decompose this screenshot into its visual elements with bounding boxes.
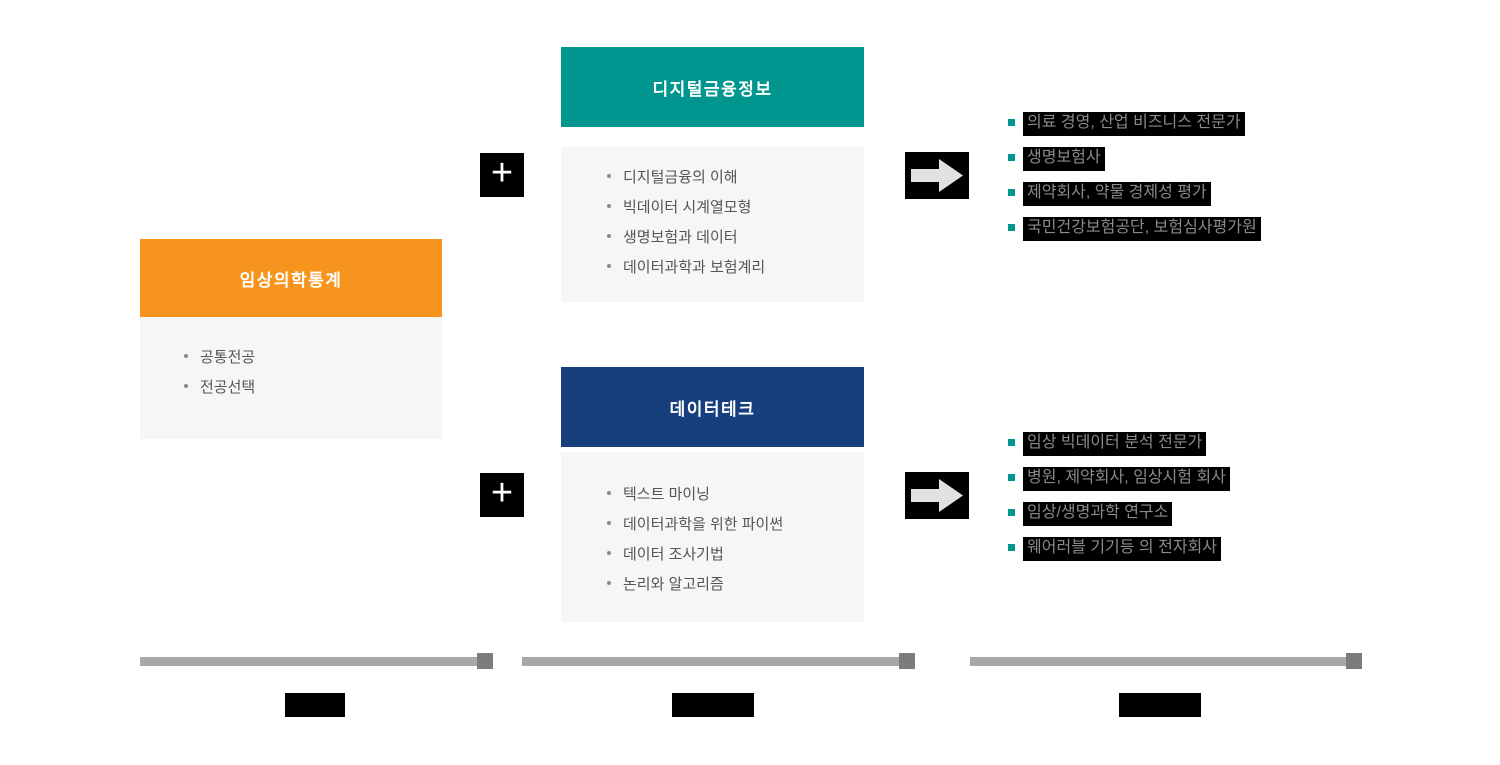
track2-card-header: 데이터테크 <box>561 367 864 447</box>
career-item: 병원, 제약회사, 임상시험 회사 <box>1008 467 1230 502</box>
major-item-list: 공통전공 전공선택 <box>184 341 442 401</box>
plus-icon: + <box>480 153 524 197</box>
career-item: 임상 빅데이터 분석 전문가 <box>1008 432 1230 467</box>
career-label: 임상 빅데이터 분석 전문가 <box>1023 432 1207 456</box>
career-label: 웨어러블 기기등 의 전자회사 <box>1023 537 1221 561</box>
bullet-dot-icon <box>607 234 611 238</box>
plus-glyph: + <box>490 152 514 194</box>
career-item: 생명보험사 <box>1008 147 1261 182</box>
list-item-label: 빅데이터 시계열모형 <box>623 198 752 216</box>
timeline-bar-track <box>970 656 1346 666</box>
timeline-label-box <box>1119 693 1201 717</box>
list-item-label: 데이터과학을 위한 파이썬 <box>623 515 784 533</box>
list-item: 텍스트 마이닝 <box>607 478 864 508</box>
plus-icon: + <box>480 473 524 517</box>
major-card-body: 공통전공 전공선택 <box>140 317 442 439</box>
list-item: 빅데이터 시계열모형 <box>607 191 864 221</box>
list-item: 공통전공 <box>184 341 442 371</box>
career-label: 임상/생명과학 연구소 <box>1023 502 1173 526</box>
career-label: 병원, 제약회사, 임상시험 회사 <box>1023 467 1230 491</box>
timeline-bar <box>970 653 1362 669</box>
major-card-title: 임상의학통계 <box>239 270 343 290</box>
bullet-dot-icon <box>607 264 611 268</box>
list-item-label: 논리와 알고리즘 <box>623 575 724 593</box>
timeline-bar-track <box>522 656 899 666</box>
list-item-label: 데이터 조사기법 <box>623 545 724 563</box>
bullet-square-icon <box>1008 544 1015 551</box>
career-label: 제약회사, 약물 경제성 평가 <box>1023 182 1211 206</box>
track1-card-header: 디지털금융정보 <box>561 47 864 127</box>
list-item-label: 텍스트 마이닝 <box>623 485 710 503</box>
list-item-label: 데이터과학과 보험계리 <box>623 258 766 276</box>
arrow-right-glyph <box>911 159 963 192</box>
bullet-dot-icon <box>184 384 188 388</box>
bullet-dot-icon <box>184 354 188 358</box>
bullet-dot-icon <box>607 491 611 495</box>
list-item-label: 디지털금융의 이해 <box>623 168 738 186</box>
list-item: 전공선택 <box>184 371 442 401</box>
track2-card-title: 데이터테크 <box>669 399 756 419</box>
bullet-square-icon <box>1008 439 1015 446</box>
bullet-square-icon <box>1008 474 1015 481</box>
timeline-bar-handle <box>899 653 915 669</box>
bullet-dot-icon <box>607 204 611 208</box>
bullet-square-icon <box>1008 154 1015 161</box>
list-item-label: 생명보험과 데이터 <box>623 228 738 246</box>
arrow-right-glyph <box>911 479 963 512</box>
career-label: 국민건강보험공단, 보험심사평가원 <box>1023 217 1261 241</box>
list-item-label: 전공선택 <box>200 378 256 396</box>
track2-card-body: 텍스트 마이닝 데이터과학을 위한 파이썬 데이터 조사기법 논리와 알고리즘 <box>561 452 864 622</box>
list-item: 생명보험과 데이터 <box>607 221 864 251</box>
track1-course-list: 디지털금융의 이해 빅데이터 시계열모형 생명보험과 데이터 데이터과학과 보험… <box>607 161 864 281</box>
timeline-bar <box>522 653 915 669</box>
list-item: 데이터 조사기법 <box>607 538 864 568</box>
list-item-label: 공통전공 <box>200 348 256 366</box>
career-label: 의료 경영, 산업 비즈니스 전문가 <box>1023 112 1245 136</box>
major-card-header: 임상의학통계 <box>140 239 442 317</box>
timeline-bar-handle <box>1346 653 1362 669</box>
track1-card-body: 디지털금융의 이해 빅데이터 시계열모형 생명보험과 데이터 데이터과학과 보험… <box>561 147 864 302</box>
bullet-square-icon <box>1008 119 1015 126</box>
list-item: 논리와 알고리즘 <box>607 568 864 598</box>
list-item: 디지털금융의 이해 <box>607 161 864 191</box>
arrow-right-icon <box>905 472 969 519</box>
track2-course-list: 텍스트 마이닝 데이터과학을 위한 파이썬 데이터 조사기법 논리와 알고리즘 <box>607 478 864 598</box>
timeline-label-box <box>672 693 754 717</box>
timeline-bar-handle <box>477 653 493 669</box>
bullet-square-icon <box>1008 224 1015 231</box>
career-label: 생명보험사 <box>1023 147 1105 171</box>
track1-card-title: 디지털금융정보 <box>652 79 773 99</box>
career-item: 임상/생명과학 연구소 <box>1008 502 1230 537</box>
timeline-bar-track <box>140 656 477 666</box>
bullet-dot-icon <box>607 521 611 525</box>
plus-glyph: + <box>490 472 514 514</box>
track2-career-list: 임상 빅데이터 분석 전문가 병원, 제약회사, 임상시험 회사 임상/생명과학… <box>1008 432 1230 572</box>
bullet-dot-icon <box>607 551 611 555</box>
arrow-right-icon <box>905 152 969 199</box>
bullet-square-icon <box>1008 189 1015 196</box>
career-item: 의료 경영, 산업 비즈니스 전문가 <box>1008 112 1261 147</box>
bullet-square-icon <box>1008 509 1015 516</box>
bullet-dot-icon <box>607 581 611 585</box>
timeline-bar <box>140 653 493 669</box>
career-item: 웨어러블 기기등 의 전자회사 <box>1008 537 1230 572</box>
list-item: 데이터과학을 위한 파이썬 <box>607 508 864 538</box>
bullet-dot-icon <box>607 174 611 178</box>
career-item: 국민건강보험공단, 보험심사평가원 <box>1008 217 1261 252</box>
timeline-label-box <box>285 693 345 717</box>
career-item: 제약회사, 약물 경제성 평가 <box>1008 182 1261 217</box>
list-item: 데이터과학과 보험계리 <box>607 251 864 281</box>
track1-career-list: 의료 경영, 산업 비즈니스 전문가 생명보험사 제약회사, 약물 경제성 평가… <box>1008 112 1261 252</box>
